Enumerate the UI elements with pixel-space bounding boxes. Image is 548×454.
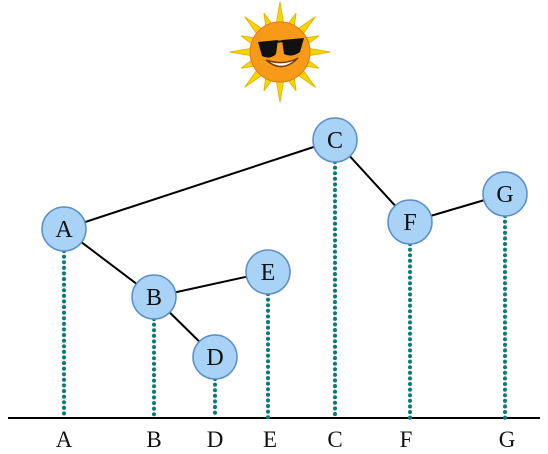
sunglasses-icon — [258, 38, 304, 58]
axis-label-e: E — [263, 427, 277, 452]
node-circle — [312, 117, 358, 163]
edge-a-c — [63, 139, 336, 230]
node-circle — [482, 171, 528, 217]
node-label: E — [261, 260, 276, 286]
node-circle — [245, 249, 291, 295]
node-label: G — [496, 182, 513, 208]
tree-nodes: A B C D E F G — [41, 117, 528, 380]
node-label: A — [55, 217, 73, 243]
node-d: D — [192, 334, 238, 380]
node-circle — [41, 206, 87, 252]
axis-label-f: F — [400, 427, 413, 452]
node-a: A — [41, 206, 87, 252]
sun-with-sunglasses-icon — [229, 1, 331, 103]
node-circle — [192, 334, 238, 380]
sun-face — [249, 21, 311, 83]
node-f: F — [387, 199, 433, 245]
sun-smile — [265, 57, 299, 68]
axis-label-g: G — [499, 427, 516, 452]
axis-label-a: A — [56, 427, 73, 452]
node-c: C — [312, 117, 358, 163]
axis-label-b: B — [146, 427, 161, 452]
node-e: E — [245, 249, 291, 295]
node-b: B — [131, 274, 177, 320]
axis-label-d: D — [207, 427, 224, 452]
node-label: B — [146, 285, 162, 311]
node-g: G — [482, 171, 528, 217]
node-label: C — [327, 128, 343, 154]
projection-lines — [62, 160, 507, 420]
node-label: F — [403, 210, 416, 236]
axis-label-c: C — [327, 427, 342, 452]
node-circle — [387, 199, 433, 245]
tree-edges — [63, 139, 506, 358]
node-circle — [131, 274, 177, 320]
node-label: D — [206, 345, 223, 371]
